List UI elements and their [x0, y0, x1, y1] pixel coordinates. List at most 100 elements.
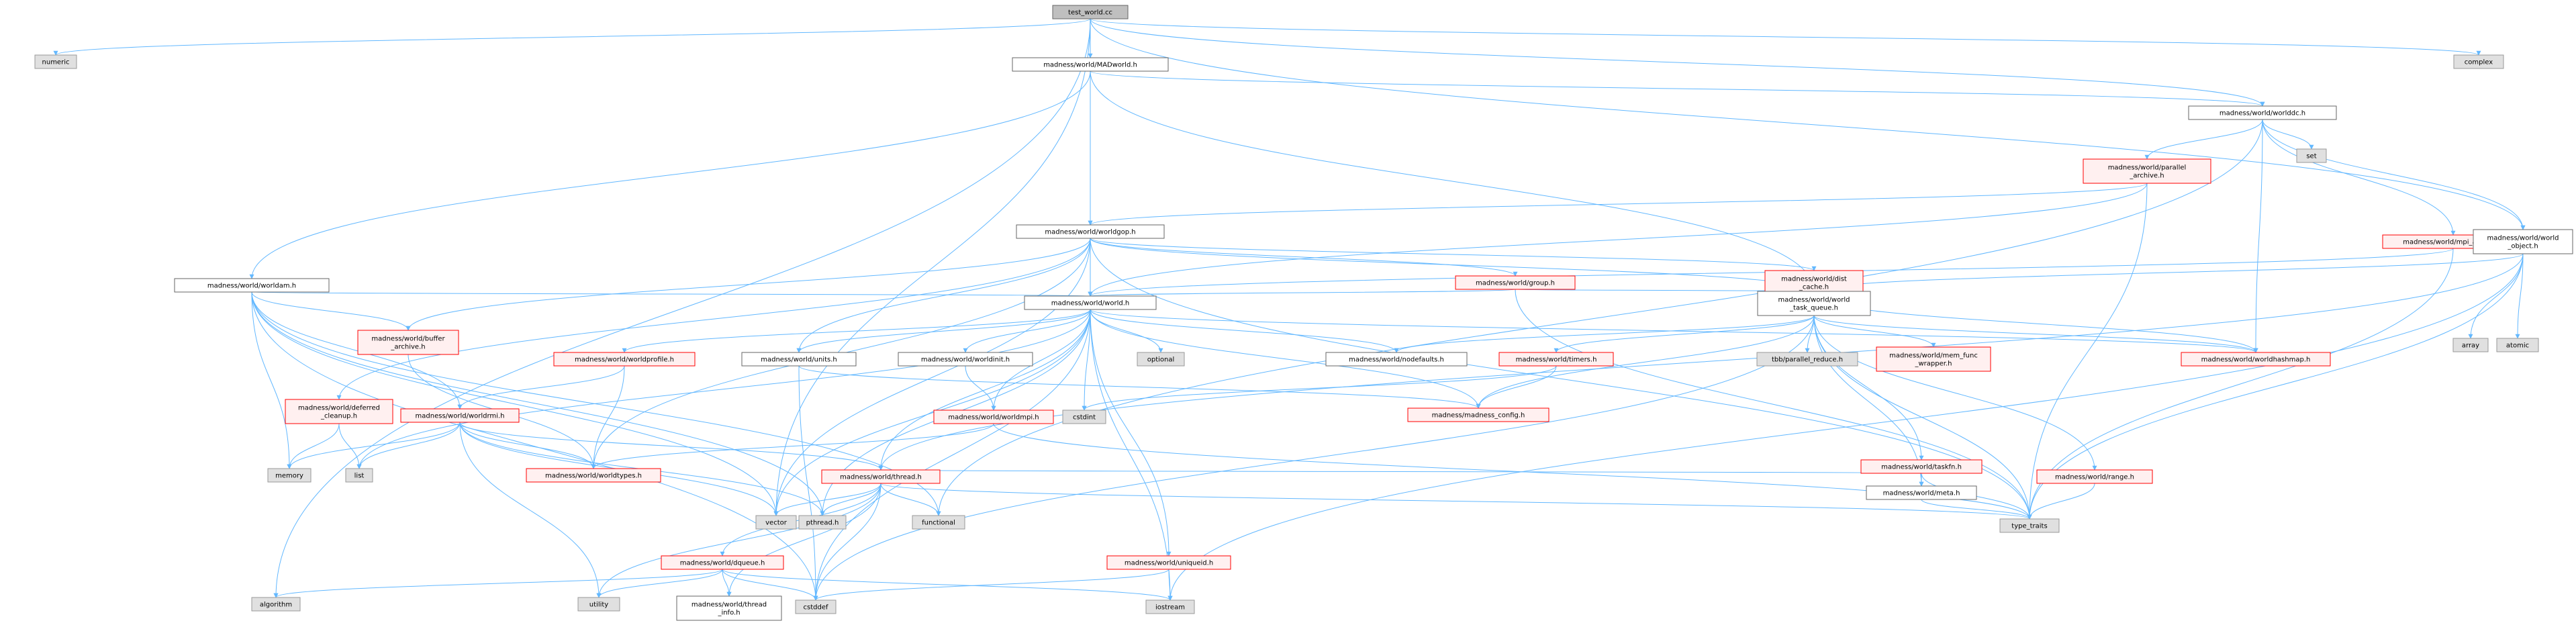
node-label: set: [2306, 153, 2316, 160]
node-parallel-archive[interactable]: madness/world/parallel_archive.h: [2083, 158, 2211, 184]
node-label: madness/world/worlddc.h: [2220, 110, 2305, 117]
node-box: [933, 410, 1054, 424]
node-box: [821, 469, 941, 484]
node-worldtypes[interactable]: madness/world/worldtypes.h: [526, 468, 661, 483]
node-label: madness/world/buffer: [371, 336, 445, 343]
dependency-edge: [2027, 483, 2095, 520]
node-label: array: [2462, 342, 2479, 350]
node-world-object[interactable]: madness/world/world_object.h: [2473, 229, 2573, 254]
node-label: madness/world/dist: [1781, 276, 1847, 283]
node-array: array: [2452, 338, 2489, 352]
node-madworld[interactable]: madness/world/MADworld.h: [1012, 57, 1169, 72]
node-tbb: tbb/parallel_reduce.h: [1756, 352, 1858, 367]
dependency-edge: [773, 483, 881, 516]
dependency-edge: [1090, 309, 1399, 353]
node-box: [1062, 410, 1106, 424]
node-box: [1325, 352, 1468, 367]
dependency-edge: [459, 422, 596, 469]
node-world-task-queue[interactable]: madness/world/world_task_queue.h: [1757, 291, 1871, 316]
node-madness-config[interactable]: madness/madness_config.h: [1407, 407, 1549, 422]
node-world[interactable]: madness/world/world.h: [1024, 295, 1157, 310]
node-nodefaults[interactable]: madness/world/nodefaults.h: [1325, 352, 1468, 367]
dependency-edge: [1090, 18, 2526, 230]
node-box: [1106, 555, 1231, 570]
node-box: [898, 352, 1033, 367]
node-box: [798, 515, 847, 530]
node-label: madness/world/worldmpi.h: [948, 414, 1039, 422]
node-box: [1876, 346, 1991, 372]
node-box: [1052, 5, 1129, 19]
node-label: _cleanup.h: [320, 413, 357, 420]
node-buffer-archive[interactable]: madness/world/buffer_archive.h: [357, 330, 459, 355]
node-label: madness/world/meta.h: [1883, 490, 1960, 497]
dependency-edge: [1515, 289, 2032, 520]
dependency-edge: [722, 569, 1173, 601]
node-uniqueid[interactable]: madness/world/uniqueid.h: [1106, 555, 1231, 570]
node-box: [1999, 518, 2060, 533]
node-worldgop[interactable]: madness/world/worldgop.h: [1016, 224, 1165, 239]
node-complex: complex: [2453, 54, 2504, 69]
node-box: [1024, 295, 1157, 310]
dependency-edge: [798, 365, 818, 601]
dependency-edge: [1090, 70, 2265, 107]
node-range[interactable]: madness/world/range.h: [2036, 469, 2153, 484]
dependency-edge: [820, 483, 881, 516]
node-mem-func[interactable]: madness/world/mem_func_wrapper.h: [1876, 346, 1991, 372]
node-worlddc[interactable]: madness/world/worlddc.h: [2188, 105, 2337, 120]
node-box: [1498, 352, 1614, 367]
dependency-edge: [2468, 253, 2524, 339]
node-meta[interactable]: madness/world/meta.h: [1866, 485, 1977, 500]
node-dist-cache[interactable]: madness/world/dist_cache.h: [1764, 270, 1864, 295]
dependency-edge: [1476, 315, 1815, 409]
node-label: test_world.cc: [1068, 9, 1112, 17]
node-dqueue[interactable]: madness/world/dqueue.h: [661, 555, 784, 570]
node-label: madness/world/taskfn.h: [1881, 464, 1962, 471]
node-box: [285, 399, 393, 424]
dependency-edge: [1088, 183, 2148, 297]
node-box: [174, 278, 330, 293]
dependency-edge: [251, 291, 463, 410]
node-label: _archive.h: [2129, 173, 2164, 180]
node-label: _cache.h: [1799, 284, 1829, 291]
node-label: madness/world/world: [2487, 235, 2559, 242]
dependency-edge: [1921, 499, 2032, 520]
dependency-edges: [53, 18, 2526, 601]
dependency-edge: [2262, 119, 2314, 150]
node-label: madness/world/range.h: [2055, 474, 2134, 481]
node-deferred-cleanup[interactable]: madness/world/deferred_cleanup.h: [285, 399, 393, 424]
node-worldinit[interactable]: madness/world/worldinit.h: [898, 352, 1033, 367]
node-label: madness/world/dqueue.h: [680, 560, 765, 567]
node-label: memory: [275, 473, 303, 480]
node-box: [1012, 57, 1169, 72]
node-vector: vector: [755, 515, 797, 530]
dependency-edge: [1090, 18, 2265, 107]
node-worlddam[interactable]: madness/world/worldam.h: [174, 278, 330, 293]
node-numeric: numeric: [34, 54, 77, 69]
node-group[interactable]: madness/world/group.h: [1455, 275, 1576, 290]
node-box: [1137, 352, 1185, 367]
dependency-edge: [2515, 253, 2524, 339]
node-worldmpi[interactable]: madness/world/worldmpi.h: [933, 410, 1054, 424]
node-box: [1756, 352, 1858, 367]
dependency-edge: [1813, 315, 1936, 348]
node-box: [1860, 459, 1983, 474]
node-thread[interactable]: madness/world/thread.h: [821, 469, 941, 484]
node-worldunits[interactable]: madness/world/units.h: [741, 352, 857, 367]
node-timers[interactable]: madness/world/timers.h: [1498, 352, 1614, 367]
dependency-edge: [338, 423, 362, 469]
node-cstdint: cstdint: [1062, 410, 1106, 424]
dependency-edge: [1813, 315, 2258, 353]
node-worldprofile[interactable]: madness/world/worldprofile.h: [553, 352, 696, 367]
node-box: [34, 54, 77, 69]
dependency-edge: [813, 309, 1091, 601]
dependency-edge: [53, 18, 1091, 56]
node-taskfn[interactable]: madness/world/taskfn.h: [1860, 459, 1983, 474]
dependency-edge: [336, 238, 1091, 400]
node-box: [741, 352, 857, 367]
node-worldhashmap[interactable]: madness/world/worldhashmap.h: [2181, 352, 2331, 367]
node-box: [2296, 148, 2327, 163]
dependency-edge: [596, 483, 881, 598]
node-thread-info[interactable]: madness/world/thread_info.h: [676, 595, 782, 621]
node-worldrmi[interactable]: madness/world/worldrmi.h: [400, 408, 520, 423]
dependency-edge: [1090, 238, 1518, 277]
